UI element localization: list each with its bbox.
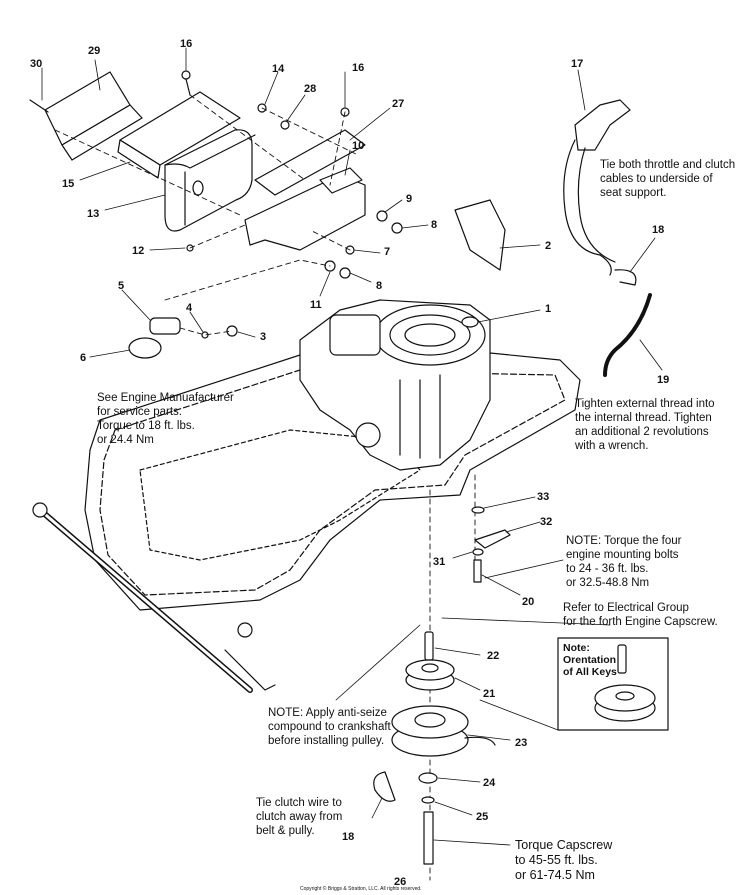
copyright-notice: Copyright © Briggs & Stratton, LLC. All … <box>300 886 422 892</box>
callout-23: 23 <box>515 737 528 749</box>
callout-5: 5 <box>118 280 125 292</box>
callout-33: 33 <box>537 491 550 503</box>
callout-26: 26 <box>394 876 407 888</box>
callout-16b: 16 <box>352 62 365 74</box>
callout-20: 20 <box>522 596 535 608</box>
callout-13: 13 <box>87 208 100 220</box>
callout-32: 32 <box>540 516 553 528</box>
cable-part <box>603 293 652 377</box>
callout-18b: 18 <box>342 831 355 843</box>
note-mounting-bolts: NOTE: Torque the four engine mounting bo… <box>566 535 682 589</box>
engine-part <box>299 299 491 471</box>
callout-30: 30 <box>30 58 43 70</box>
pulley-part <box>405 659 455 691</box>
callout-6: 6 <box>80 352 87 364</box>
callout-8: 8 <box>431 219 438 231</box>
note-engine-service: See Engine Manuafacturer for service par… <box>97 392 234 446</box>
note-seat-support: Tie both throttle and clutch cables to u… <box>600 159 736 199</box>
callout-22: 22 <box>487 650 500 662</box>
callout-21: 21 <box>483 688 496 700</box>
shield-part <box>454 199 506 271</box>
note-torque-capscrew: Torque Capscrew to 45-55 ft. lbs. or 61-… <box>515 838 613 882</box>
clutch-part <box>391 705 496 757</box>
callout-1: 1 <box>545 303 552 315</box>
callout-15: 15 <box>62 178 75 190</box>
heat-shield-part <box>29 71 143 161</box>
callout-10: 10 <box>352 140 365 152</box>
callout-27: 27 <box>392 98 405 110</box>
callout-12: 12 <box>132 245 145 257</box>
callout-4: 4 <box>186 302 193 314</box>
callout-31: 31 <box>433 556 446 568</box>
muffler-bracket-part <box>244 167 366 251</box>
callout-3: 3 <box>260 331 267 343</box>
muffler-part <box>164 129 256 232</box>
callout-28: 28 <box>304 83 317 95</box>
note-clutch-wire: Tie clutch wire to clutch away from belt… <box>256 797 343 837</box>
callout-19: 19 <box>657 374 670 386</box>
callout-14: 14 <box>272 63 285 75</box>
note-thread-tighten: Tighten external thread into the interna… <box>575 398 715 452</box>
note-anti-seize: NOTE: Apply anti-seize compound to crank… <box>268 707 391 747</box>
bracket-part <box>117 91 241 179</box>
plate-part <box>254 129 366 196</box>
key-orientation-title: Note: Orentation of All Keys <box>563 642 617 678</box>
throttle-control-part <box>563 99 631 276</box>
clip-part <box>614 269 637 286</box>
callout-29: 29 <box>88 45 101 57</box>
clip-part-bottom <box>373 771 396 802</box>
callout-25: 25 <box>476 811 489 823</box>
callout-2: 2 <box>545 240 552 252</box>
callout-16: 16 <box>180 38 193 50</box>
callout-7: 7 <box>384 246 391 258</box>
note-electrical-group: Refer to Electrical Group for the forth … <box>563 602 718 628</box>
frame-part <box>32 339 581 693</box>
callout-9: 9 <box>406 193 413 205</box>
callout-24: 24 <box>483 777 496 789</box>
callout-11: 11 <box>310 299 322 311</box>
callout-8b: 8 <box>376 280 383 292</box>
callout-17: 17 <box>571 58 584 70</box>
callout-18: 18 <box>652 224 665 236</box>
